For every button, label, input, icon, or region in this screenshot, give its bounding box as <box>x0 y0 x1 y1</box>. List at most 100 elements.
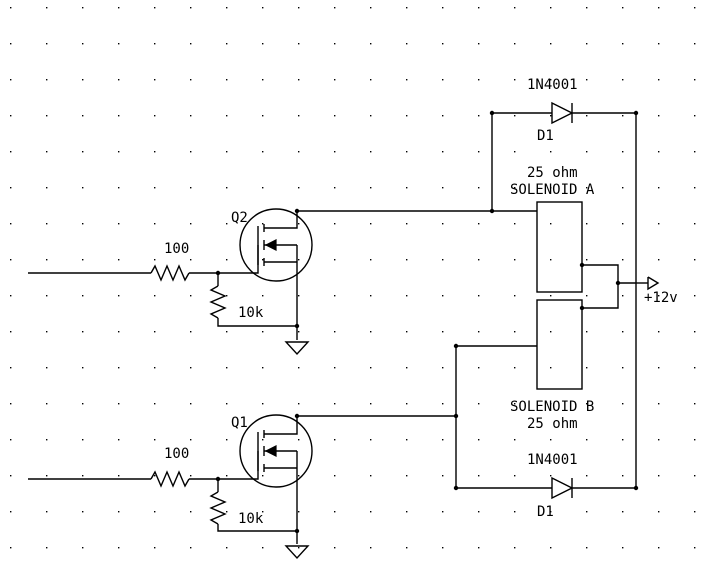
grid-dot <box>262 331 264 333</box>
grid-dot <box>82 7 84 9</box>
grid-dot <box>118 115 120 117</box>
grid-dot <box>658 259 660 261</box>
grid-dot <box>586 223 588 225</box>
grid-dot <box>658 79 660 81</box>
grid-dot <box>478 547 480 549</box>
grid-dot <box>226 151 228 153</box>
grid-dot <box>46 475 48 477</box>
supply-wiring: +12v <box>297 113 678 488</box>
grid-dot <box>406 439 408 441</box>
grid-dot <box>478 187 480 189</box>
grid-dot <box>694 439 696 441</box>
grid-dot <box>370 547 372 549</box>
grid-dot <box>550 403 552 405</box>
grid-dot <box>406 223 408 225</box>
grid-dot <box>694 475 696 477</box>
grid-dot <box>622 79 624 81</box>
grid-dot <box>622 43 624 45</box>
grid-dot <box>10 295 12 297</box>
grid-dot <box>694 331 696 333</box>
grid-dot <box>262 259 264 261</box>
grid-dot <box>694 43 696 45</box>
grid-dot <box>550 43 552 45</box>
grid-dot <box>82 547 84 549</box>
grid-dot <box>190 43 192 45</box>
grid-dot <box>298 151 300 153</box>
grid-dot <box>406 151 408 153</box>
grid-dot <box>82 439 84 441</box>
grid-dot <box>370 115 372 117</box>
grid-dot <box>514 511 516 513</box>
grid-dot <box>334 115 336 117</box>
grid-dot <box>622 475 624 477</box>
grid-dot <box>442 547 444 549</box>
grid-dot <box>226 475 228 477</box>
grid-dot <box>262 511 264 513</box>
grid-dot <box>622 187 624 189</box>
grid-dot <box>550 115 552 117</box>
grid-dot <box>226 115 228 117</box>
grid-dot <box>10 223 12 225</box>
grid-dot <box>694 223 696 225</box>
grid-dot <box>514 223 516 225</box>
grid-dot <box>406 187 408 189</box>
grid-dot <box>694 547 696 549</box>
mosfet-q1: Q1 <box>231 414 313 488</box>
grid-dot <box>190 115 192 117</box>
grid-dot <box>46 79 48 81</box>
grid-dot <box>514 331 516 333</box>
grid-dot <box>190 511 192 513</box>
q2-ref-label: Q2 <box>231 210 248 226</box>
grid-dot <box>190 79 192 81</box>
grid-dot <box>514 7 516 9</box>
grid-dot <box>550 259 552 261</box>
grid-dot <box>118 187 120 189</box>
grid-dot <box>262 43 264 45</box>
grid-dot <box>442 475 444 477</box>
grid-dot <box>10 115 12 117</box>
grid-dot <box>226 439 228 441</box>
grid-dot <box>370 7 372 9</box>
grid-dot <box>586 43 588 45</box>
grid-dot <box>334 331 336 333</box>
grid-dot <box>226 511 228 513</box>
grid-dot <box>514 151 516 153</box>
grid-dot <box>118 367 120 369</box>
grid-dot <box>334 259 336 261</box>
grid-dot <box>658 475 660 477</box>
grid-dot <box>370 187 372 189</box>
grid-dot <box>262 151 264 153</box>
grid-dot <box>82 475 84 477</box>
grid-dot <box>154 259 156 261</box>
grid-dot <box>478 403 480 405</box>
grid-dot <box>658 7 660 9</box>
grid-dot <box>550 511 552 513</box>
grid-dot <box>550 331 552 333</box>
grid-dot <box>298 79 300 81</box>
grid-dot <box>46 439 48 441</box>
grid-dot <box>658 295 660 297</box>
grid-dot <box>262 115 264 117</box>
grid-dot <box>622 439 624 441</box>
grid-dot <box>118 7 120 9</box>
grid-dot <box>370 295 372 297</box>
grid-dot <box>298 403 300 405</box>
grid-dot <box>154 151 156 153</box>
grid-dot <box>190 403 192 405</box>
grid-dot <box>622 223 624 225</box>
grid-dot <box>442 79 444 81</box>
grid-dot <box>586 331 588 333</box>
grid-dot <box>298 223 300 225</box>
r-pull-top-label: 10k <box>238 305 264 321</box>
grid-dot <box>154 439 156 441</box>
grid-dot <box>478 79 480 81</box>
grid-dot <box>550 295 552 297</box>
grid-dot <box>658 367 660 369</box>
grid-dot <box>82 151 84 153</box>
grid-dot <box>514 367 516 369</box>
grid-dot <box>154 295 156 297</box>
grid-dot <box>262 7 264 9</box>
grid-dot <box>514 547 516 549</box>
grid-dot <box>262 223 264 225</box>
grid-dot <box>190 547 192 549</box>
